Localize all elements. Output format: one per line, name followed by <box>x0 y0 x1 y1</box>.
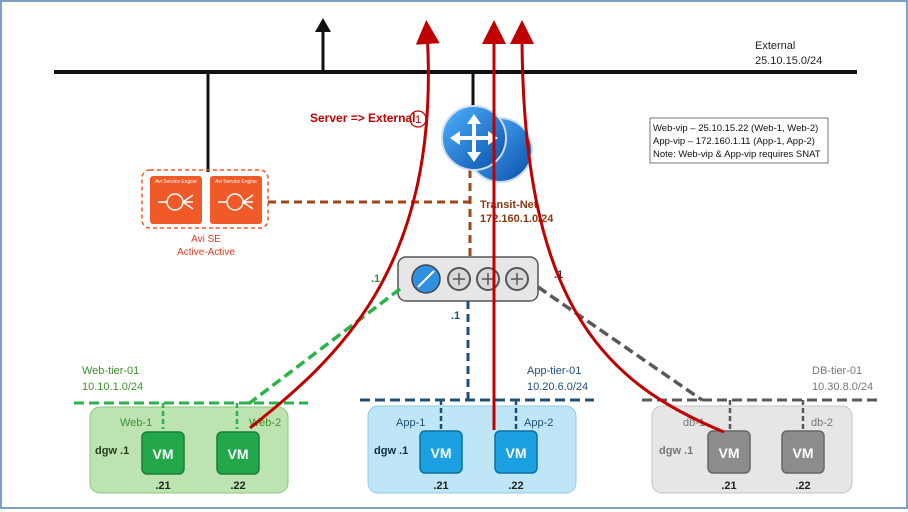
transit-subnet: 172.160.1.0/24 <box>480 213 554 225</box>
transit-label: Transit-Net <box>480 199 538 211</box>
web-segment-link <box>245 287 402 407</box>
flow-label: Server => External <box>310 111 415 125</box>
flow-arrow-web <box>249 20 440 430</box>
avi-se-label: Avi SE <box>191 234 221 245</box>
app-2-vm <box>494 430 538 474</box>
web-2-ip: .22 <box>230 480 245 492</box>
db-2-ip: .22 <box>795 480 810 492</box>
app-1-name: App-1 <box>396 417 425 429</box>
note-line-2: App-vip – 172.160.1.11 (App-1, App-2) <box>653 136 815 147</box>
avi-service-engine-2: Avi Service Engine <box>210 176 262 224</box>
db-1-vm <box>707 430 751 474</box>
web-1-name: Web-1 <box>120 417 152 429</box>
db-tier-label: DB-tier-01 <box>812 365 862 377</box>
avi-engine-1-title: Avi Service Engine <box>155 179 197 185</box>
db-dgw: dgw .1 <box>659 445 693 457</box>
avi-engine-2-title: Avi Service Engine <box>215 179 257 185</box>
db-tier-subnet: 10.30.8.0/24 <box>812 381 873 393</box>
uplink-arrow-icon <box>315 18 331 32</box>
app-tier-label: App-tier-01 <box>527 365 581 377</box>
web-2-name: Web-2 <box>249 417 281 429</box>
tier1-gateway <box>397 256 539 302</box>
app-2-name: App-2 <box>524 417 553 429</box>
flow-arrow-db <box>510 20 725 434</box>
note-line-3: Note: Web-vip & App-vip requires SNAT <box>653 149 821 160</box>
app-gw-ip: .1 <box>451 310 460 322</box>
app-1-vm <box>419 430 463 474</box>
tier0-router-icon <box>441 105 533 183</box>
web-1-vm <box>141 431 185 475</box>
avi-service-engine-1: Avi Service Engine <box>150 176 202 224</box>
db-2-vm-label: VM <box>793 445 814 461</box>
web-1-vm-label: VM <box>153 446 174 462</box>
db-2-name: db-2 <box>811 417 833 429</box>
web-2-vm-label: VM <box>228 446 249 462</box>
web-gw-ip: .1 <box>371 273 380 285</box>
note-line-1: Web-vip – 25.10.15.22 (Web-1, Web-2) <box>653 123 818 134</box>
avi-se-group <box>141 169 269 229</box>
db-segment-link <box>537 285 703 402</box>
web-tier-label: Web-tier-01 <box>82 365 139 377</box>
db-2-vm <box>781 430 825 474</box>
app-tier-subnet: 10.20.6.0/24 <box>527 381 588 393</box>
app-dgw: dgw .1 <box>374 445 408 457</box>
avi-se-mode: Active-Active <box>177 247 235 258</box>
db-1-vm-label: VM <box>719 445 740 461</box>
vip-note-box <box>649 117 829 164</box>
web-2-vm <box>216 431 260 475</box>
app-2-vm-label: VM <box>506 445 527 461</box>
web-1-ip: .21 <box>155 480 170 492</box>
web-dgw: dgw .1 <box>95 445 129 457</box>
db-1-ip: .21 <box>721 480 736 492</box>
app-1-ip: .21 <box>433 480 448 492</box>
external-subnet: 25.10.15.0/24 <box>755 55 822 67</box>
flow-step-number: 1 <box>415 114 421 126</box>
app-1-vm-label: VM <box>431 445 452 461</box>
app-2-ip: .22 <box>508 480 523 492</box>
web-tier-subnet: 10.10.1.0/24 <box>82 381 143 393</box>
external-label: External <box>755 40 795 52</box>
